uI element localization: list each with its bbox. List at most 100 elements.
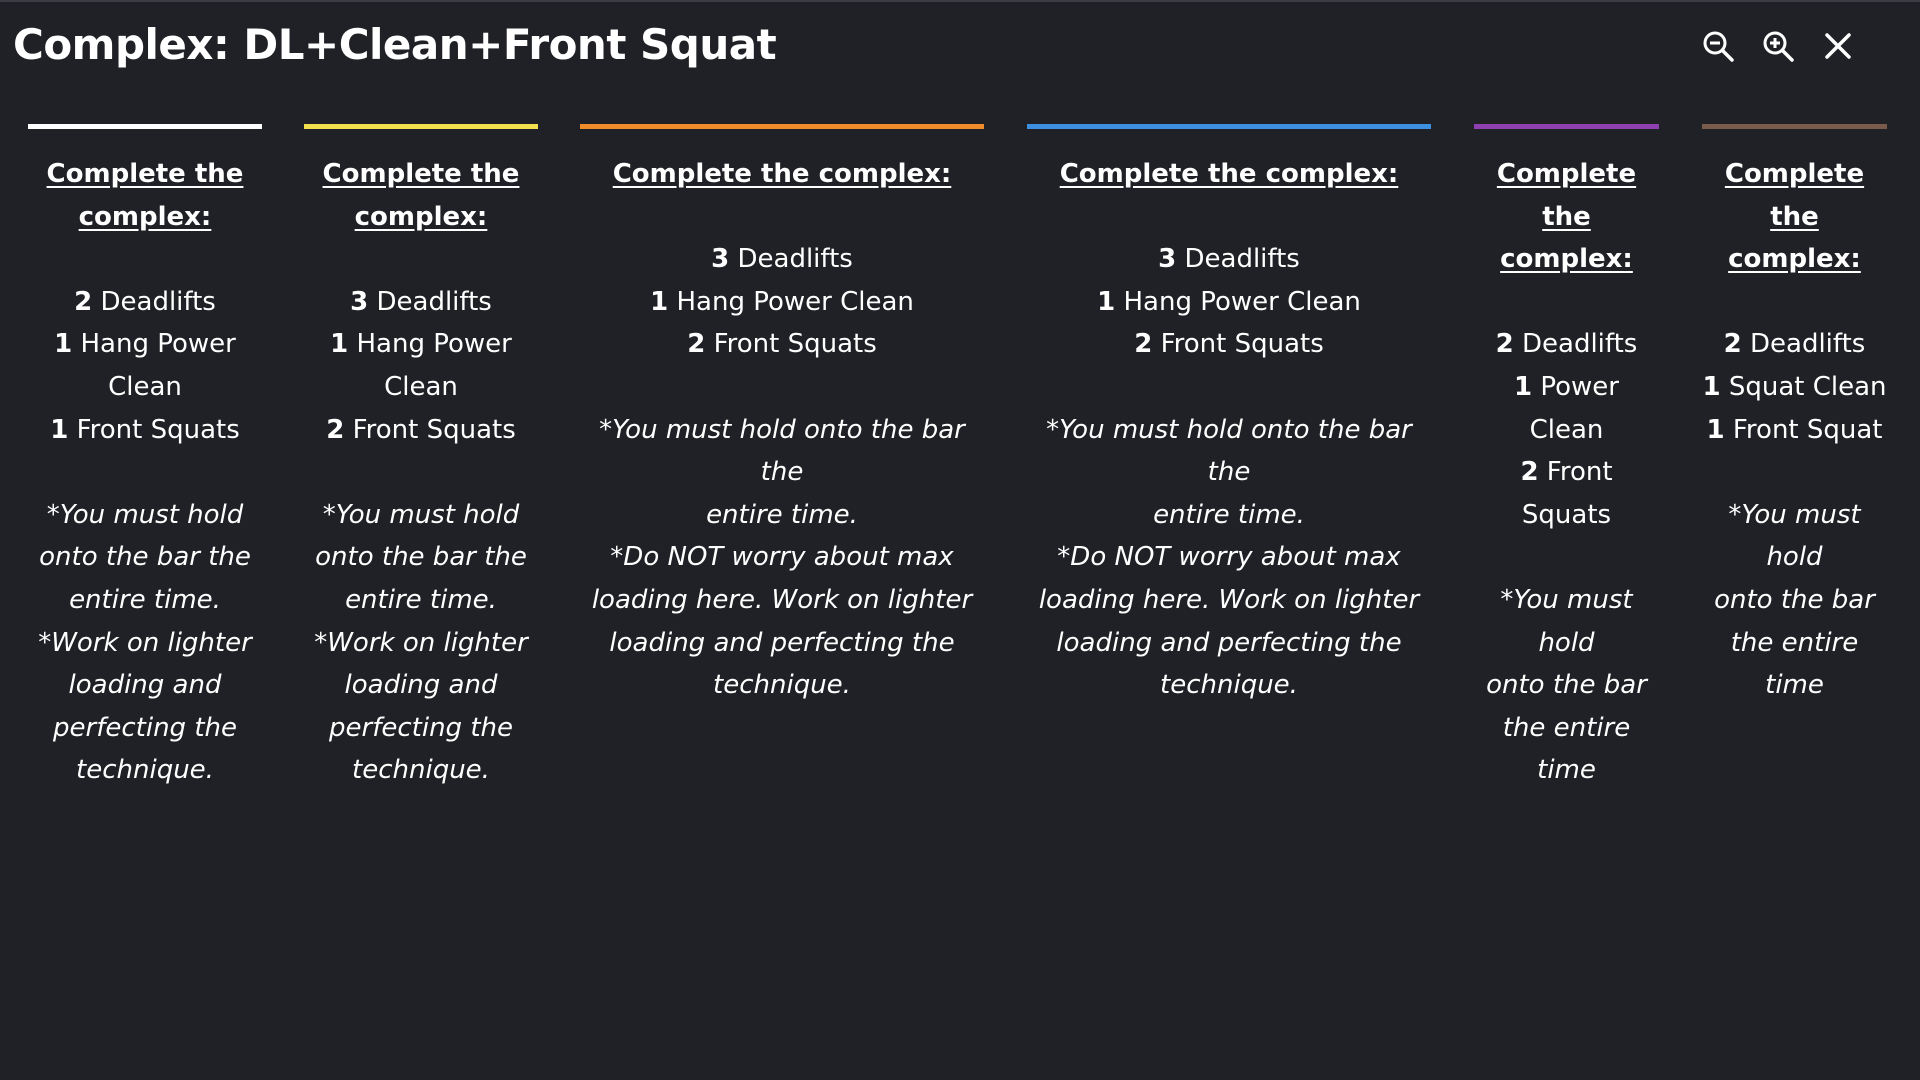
- spacer: [1474, 536, 1659, 579]
- note-line: technique.: [1160, 670, 1298, 701]
- exercise-name: Deadlifts: [1513, 329, 1638, 360]
- note-line: perfecting the: [53, 712, 237, 743]
- spacer: [580, 196, 984, 239]
- exercise-name-continued: Clean: [384, 371, 458, 402]
- exercise-count: 3: [350, 286, 369, 317]
- exercise-name: Hang Power Clean: [668, 286, 914, 317]
- note-line: *You must hold: [1728, 499, 1861, 573]
- column-heading-line: Complete the complex:: [612, 159, 952, 189]
- exercise-name: Deadlifts: [368, 286, 492, 317]
- exercise-line: 2 Front Squats: [580, 323, 984, 366]
- exercise-line: 2 Front Squats: [1474, 451, 1659, 536]
- exercise-line: 1 Hang Power Clean: [580, 281, 984, 324]
- zoom-in-icon: [1763, 31, 1794, 62]
- page-title: Complex: DL+Clean+Front Squat: [13, 20, 777, 69]
- column-heading-line: complex:: [354, 201, 488, 232]
- exercise-line: 1 Hang Power: [28, 323, 262, 366]
- exercise-count: 2: [1134, 329, 1153, 360]
- note-line: *You must hold: [322, 499, 520, 530]
- note-line: loading and perfecting the: [1056, 627, 1402, 658]
- spacer: [28, 451, 262, 494]
- note-line: *You must hold onto the bar the: [1046, 414, 1412, 488]
- note-line: technique.: [76, 755, 214, 786]
- zoom-in-button[interactable]: [1756, 24, 1800, 68]
- column-heading: Complete the complex:: [1027, 153, 1431, 196]
- column-heading-line: Complete the: [1496, 159, 1637, 232]
- note-line: entire time.: [345, 584, 497, 615]
- exercise-count: 1: [1514, 371, 1533, 402]
- exercise-line: 2 Deadlifts: [1474, 323, 1659, 366]
- viewer-header: Complex: DL+Clean+Front Squat: [0, 0, 1920, 100]
- exercise-line: 3 Deadlifts: [1027, 238, 1431, 281]
- exercise-count: 3: [711, 244, 730, 275]
- close-button[interactable]: [1816, 24, 1860, 68]
- note-line: *Work on lighter: [314, 627, 528, 658]
- column-heading-line: complex:: [1728, 244, 1861, 275]
- exercise-line: 1 Hang Power: [304, 323, 538, 366]
- exercise-name: Front Squats: [344, 414, 516, 445]
- exercise-line: 1 Front Squat: [1702, 409, 1887, 452]
- spacer: [1474, 281, 1659, 324]
- spacer: [1702, 281, 1887, 324]
- exercise-count: 2: [326, 414, 345, 445]
- exercise-count: 1: [650, 286, 669, 317]
- note-line: entire time.: [69, 584, 221, 615]
- exercise-name: Deadlifts: [1176, 244, 1300, 275]
- column-accent-bar: [580, 124, 984, 129]
- exercise-count: 1: [330, 329, 349, 360]
- note-line: technique.: [713, 670, 851, 701]
- exercise-count: 2: [1520, 457, 1539, 488]
- zoom-out-button[interactable]: [1696, 24, 1740, 68]
- exercise-name: Deadlifts: [1741, 329, 1866, 360]
- column-accent-bar: [1027, 124, 1431, 129]
- spacer: [304, 451, 538, 494]
- column-heading-line: Complete the: [322, 159, 520, 189]
- exercise-count: 2: [687, 329, 706, 360]
- note-line: perfecting the: [329, 712, 513, 743]
- exercise-name: Hang Power: [348, 329, 512, 360]
- column-accent-bar: [28, 124, 262, 129]
- window-top-edge: [0, 0, 1920, 2]
- exercise-name: Deadlifts: [92, 286, 216, 317]
- spacer: [580, 366, 984, 409]
- exercise-line: 1 Power Clean: [1474, 366, 1659, 451]
- note-line: *Work on lighter: [38, 627, 252, 658]
- exercise-count: 2: [1495, 329, 1514, 360]
- exercise-count: 1: [1097, 286, 1116, 317]
- exercise-line: 2 Deadlifts: [1702, 323, 1887, 366]
- column-accent-bar: [1702, 124, 1887, 129]
- exercise-line: 3 Deadlifts: [580, 238, 984, 281]
- exercise-name: Front Squats: [1152, 329, 1324, 360]
- zoom-out-icon: [1703, 31, 1734, 62]
- note-line: entire time.: [1153, 499, 1305, 530]
- column-heading: Complete the complex:: [1474, 153, 1659, 281]
- exercise-count: 1: [50, 414, 69, 445]
- note-line: loading here. Work on lighter: [591, 584, 973, 615]
- note-line: *You must hold: [1500, 584, 1633, 658]
- column-heading: Complete the complex:: [580, 153, 984, 196]
- note-line: the entire time: [1502, 712, 1631, 786]
- note-line: *Do NOT worry about max: [610, 542, 954, 573]
- note-line: *You must hold: [46, 499, 244, 530]
- column-heading-line: complex:: [1500, 244, 1633, 275]
- exercise-name: Power Clean: [1529, 371, 1619, 445]
- note-line: loading and: [344, 670, 498, 701]
- note-line: loading and perfecting the: [609, 627, 955, 658]
- exercise-name: Front Squats: [705, 329, 877, 360]
- exercise-name-continued: Clean: [108, 371, 182, 402]
- column-heading: Complete the complex:: [304, 153, 538, 238]
- exercise-name: Squat Clean: [1720, 371, 1887, 402]
- spacer: [1027, 196, 1431, 239]
- exercise-count: 1: [54, 329, 73, 360]
- note-line: onto the bar the: [315, 542, 527, 573]
- exercise-line: 3 Deadlifts: [304, 281, 538, 324]
- note-line: loading and: [68, 670, 222, 701]
- close-icon: [1825, 33, 1851, 59]
- note-line: entire time.: [706, 499, 858, 530]
- note-line: loading here. Work on lighter: [1038, 584, 1420, 615]
- note-line: onto the bar: [1714, 584, 1875, 615]
